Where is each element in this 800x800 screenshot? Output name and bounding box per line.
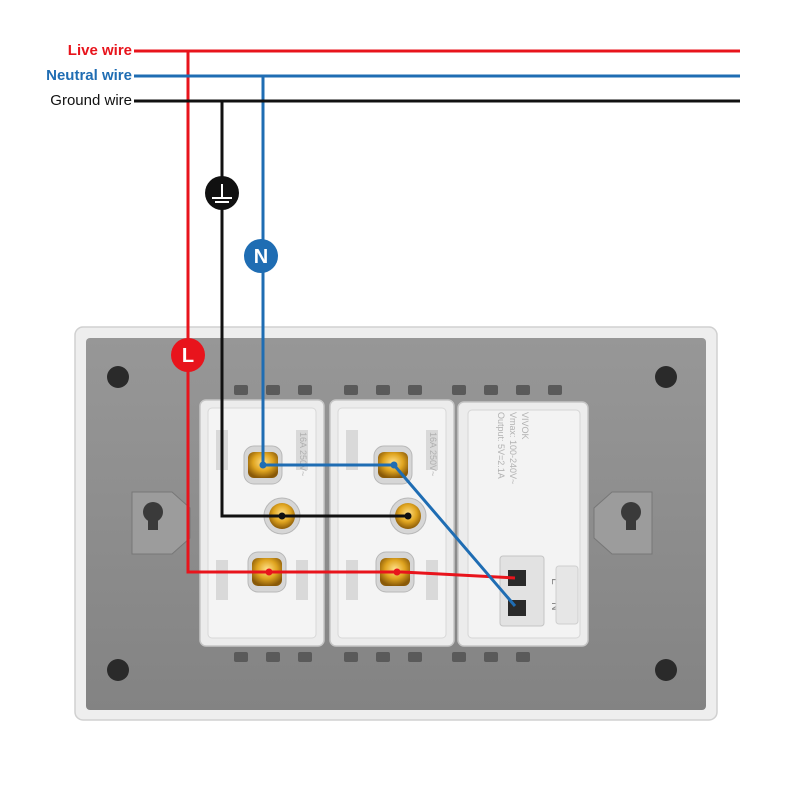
ground-badge [205,176,239,210]
mounting-slot-right [593,491,653,555]
live-terminal-icon [171,338,205,372]
screw-hole-top-right [655,366,677,388]
usb-spec-line-1: VIVOK [520,412,530,440]
neutral-badge-letter: N [254,246,268,268]
usb-charger-module: VIVOK Vmax: 100-240V~ Output: 5V=2.1A L … [457,401,589,647]
screw-hole-bottom-right [655,659,677,681]
vent-slots-top [234,385,562,395]
live-badge: L [171,338,205,372]
neutral-terminal-icon [244,239,278,273]
usb-spec-text: VIVOK Vmax: 100-240V~ Output: 5V=2.1A [496,412,530,484]
neutral-wire-label: Neutral wire [46,67,132,84]
usb-spec-line-2: Vmax: 100-240V~ [508,412,518,484]
neutral-badge: N [244,239,278,273]
live-wire-label: Live wire [67,42,132,59]
usb-terminal-l [508,570,526,586]
vent-slots-bottom [234,652,530,662]
live-badge-letter: L [182,345,194,367]
screw-hole-top-left [107,366,129,388]
live-wire [186,49,740,580]
ground-wire [220,99,740,518]
screw-hole-bottom-left [107,659,129,681]
usb-spec-line-3: Output: 5V=2.1A [496,412,506,479]
ground-wire-label: Ground wire [50,92,132,109]
socket-middle-printed-text: 16A 250V~ [428,432,438,476]
connection-dots [259,461,412,576]
mounting-slot-left [131,491,191,555]
socket-left-printed-text: 16A 250V~ [298,432,308,476]
